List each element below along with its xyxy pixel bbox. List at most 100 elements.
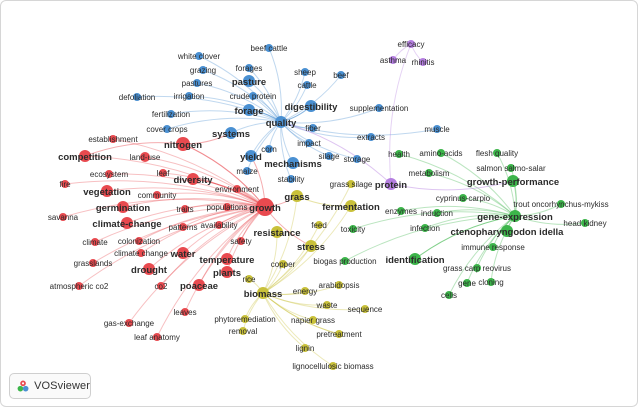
node-leaf-anatomy[interactable] — [153, 333, 161, 341]
node-traits[interactable] — [181, 205, 189, 213]
label-pretreatment[interactable]: pretreatment — [316, 330, 362, 339]
node-waste[interactable] — [323, 301, 331, 309]
label-temperature[interactable]: temperature — [200, 255, 255, 266]
label-gas-exchange[interactable]: gas-exchange — [104, 319, 155, 328]
label-pastures[interactable]: pastures — [182, 79, 213, 88]
node-identification[interactable] — [409, 253, 421, 265]
node-availability[interactable] — [215, 221, 223, 229]
label-cloning[interactable]: cloning — [478, 278, 503, 287]
label-traits[interactable]: traits — [176, 205, 193, 214]
node-nitrogen[interactable] — [176, 137, 190, 151]
label-leaf[interactable]: leaf — [157, 169, 171, 178]
node-community[interactable] — [153, 191, 161, 199]
node-leaf[interactable] — [159, 169, 167, 177]
label-lignin[interactable]: lignin — [296, 344, 315, 353]
label-germination[interactable]: germination — [96, 203, 151, 214]
label-stability[interactable]: stability — [278, 175, 305, 184]
label-silage[interactable]: silage — [319, 152, 340, 161]
label-identification[interactable]: identification — [385, 255, 444, 266]
label-lignocellulosic-biomass[interactable]: lignocellulosic biomass — [292, 362, 373, 371]
label-extracts[interactable]: extracts — [357, 133, 385, 142]
label-metabolism[interactable]: metabolism — [409, 169, 450, 178]
node-energy[interactable] — [301, 287, 309, 295]
node-savanna[interactable] — [59, 213, 67, 221]
node-gene[interactable] — [463, 279, 471, 287]
label-infection[interactable]: infection — [410, 224, 440, 233]
node-patterns[interactable] — [179, 223, 187, 231]
node-grass-silage[interactable] — [347, 180, 355, 188]
label-supplementation[interactable]: supplementation — [350, 104, 409, 113]
label-vegetation[interactable]: vegetation — [83, 187, 131, 198]
label-biomass[interactable]: biomass — [244, 289, 283, 300]
label-cells[interactable]: cells — [441, 291, 457, 300]
node-digestibility[interactable] — [305, 100, 317, 112]
label-nitrogen[interactable]: nitrogen — [164, 140, 202, 151]
node-copper[interactable] — [279, 260, 287, 268]
label-grass[interactable]: grass — [284, 192, 309, 203]
label-leaves[interactable]: leaves — [173, 308, 196, 317]
node-amino-acids[interactable] — [437, 149, 445, 157]
node-populations[interactable] — [223, 203, 231, 211]
label-populations[interactable]: populations — [207, 203, 248, 212]
label-copper[interactable]: copper — [271, 260, 296, 269]
node-competition[interactable] — [79, 150, 91, 162]
node-health[interactable] — [395, 150, 403, 158]
label-competition[interactable]: competition — [58, 152, 112, 163]
label-energy[interactable]: energy — [293, 287, 317, 296]
node-forages[interactable] — [245, 64, 253, 72]
label-climate-change[interactable]: climate-change — [92, 219, 161, 230]
label-efficacy[interactable]: efficacy — [398, 40, 425, 49]
label-amino-acids[interactable]: amino-acids — [419, 149, 462, 158]
node-muscle[interactable] — [433, 125, 441, 133]
node-stability[interactable] — [287, 175, 295, 183]
label-phytoremediation[interactable]: phytoremediation — [214, 315, 275, 324]
node-plants[interactable] — [221, 266, 233, 278]
label-beef[interactable]: beef — [333, 71, 349, 80]
label-co2[interactable]: co2 — [155, 282, 168, 291]
node-mechanisms[interactable] — [287, 157, 299, 169]
node-defoliation[interactable] — [133, 93, 141, 101]
node-flesh-quality[interactable] — [493, 149, 501, 157]
label-salmon-salmo-salar[interactable]: salmon salmo-salar — [476, 164, 546, 173]
label-corn[interactable]: corn — [261, 145, 277, 154]
label-water[interactable]: water — [170, 249, 196, 260]
node-irrigation[interactable] — [185, 92, 193, 100]
label-waste[interactable]: waste — [316, 301, 338, 310]
node-cells[interactable] — [445, 291, 453, 299]
node-leaves[interactable] — [181, 308, 189, 316]
node-resistance[interactable] — [271, 226, 283, 238]
node-storage[interactable] — [353, 155, 361, 163]
node-cloning[interactable] — [487, 278, 495, 286]
label-forages[interactable]: forages — [236, 64, 263, 73]
label-induction[interactable]: induction — [421, 209, 453, 218]
label-plants[interactable]: plants — [213, 268, 241, 279]
label-flesh-quality[interactable]: flesh quality — [476, 149, 518, 158]
node-salmon-salmo-salar[interactable] — [507, 164, 515, 172]
node-napier-grass[interactable] — [309, 316, 317, 324]
node-fertilization[interactable] — [167, 110, 175, 118]
node-cattle[interactable] — [303, 81, 311, 89]
label-removal[interactable]: removal — [229, 327, 258, 336]
node-metabolism[interactable] — [425, 169, 433, 177]
label-growth[interactable]: growth — [249, 203, 281, 214]
label-pasture[interactable]: pasture — [232, 77, 266, 88]
label-mechanisms[interactable]: mechanisms — [264, 159, 322, 170]
label-patterns[interactable]: patterns — [169, 223, 198, 232]
node-enzymes[interactable] — [397, 207, 405, 215]
label-protein[interactable]: protein — [375, 180, 407, 191]
node-grazing[interactable] — [199, 66, 207, 74]
label-grazing[interactable]: grazing — [190, 66, 216, 75]
node-temperature[interactable] — [221, 253, 233, 265]
label-safety[interactable]: safety — [230, 237, 251, 246]
label-digestibility[interactable]: digestibility — [285, 102, 339, 113]
node-rice[interactable] — [245, 275, 253, 283]
label-health[interactable]: health — [388, 150, 410, 159]
node-white-clover[interactable] — [195, 52, 203, 60]
label-fiber[interactable]: fiber — [305, 124, 321, 133]
node-impact[interactable] — [305, 139, 313, 147]
label-cover-crops[interactable]: cover crops — [146, 125, 187, 134]
label-environment[interactable]: environment — [215, 185, 260, 194]
label-feed[interactable]: feed — [311, 221, 327, 230]
label-atmospheric-co2[interactable]: atmospheric co2 — [50, 282, 109, 291]
